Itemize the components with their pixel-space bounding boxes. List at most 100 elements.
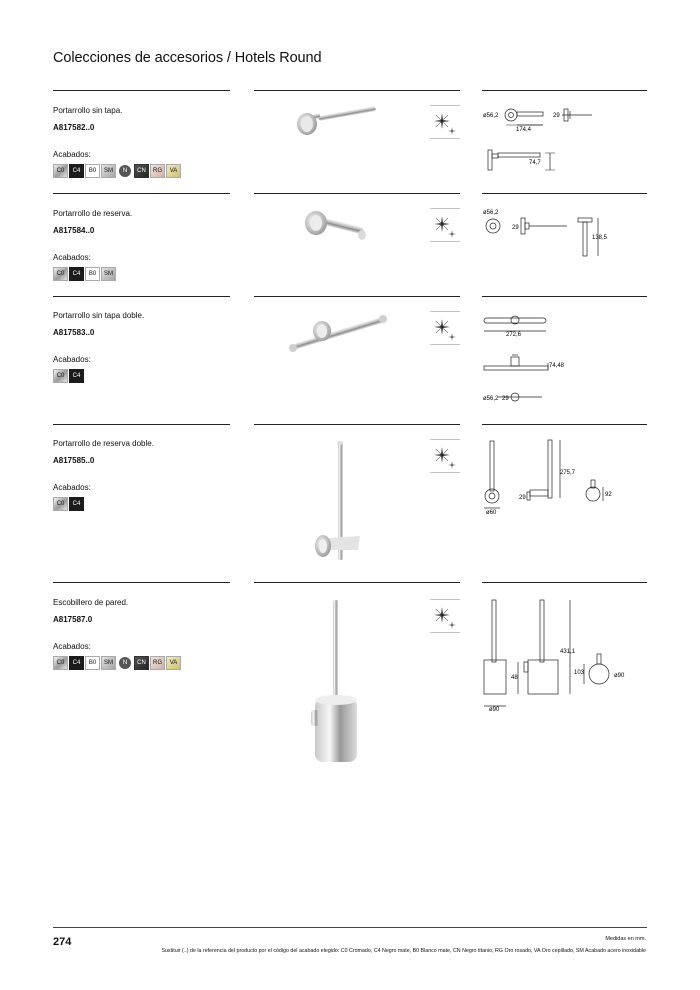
product-code: A817582..0 xyxy=(53,123,95,132)
dimension-label: ø56,2 xyxy=(483,210,499,216)
section-rule xyxy=(254,90,460,91)
finish-swatch-c0: C0 xyxy=(53,497,68,511)
product-name: Portarrollo de reserva doble. xyxy=(53,439,154,448)
dimension-label: 29 xyxy=(512,225,519,231)
section-rule xyxy=(482,424,647,425)
product-code: A817587.0 xyxy=(53,615,93,624)
finishes-label: Acabados: xyxy=(53,253,91,262)
finishes-label: Acabados: xyxy=(53,150,91,159)
finish-swatch-c4: C4 xyxy=(69,267,84,281)
dimension-label: 74,48 xyxy=(549,363,565,369)
section-rule xyxy=(53,193,230,194)
finish-swatch-c4: C4 xyxy=(69,164,84,178)
product-1-info: Portarrollo sin tapa. A817582..0 Acabado… xyxy=(53,106,233,178)
dimension-label: ø90 xyxy=(489,707,500,713)
product-3-photo xyxy=(289,315,387,352)
product-3-info: Portarrollo sin tapa doble. A817583..0 A… xyxy=(53,311,233,383)
product-1-dimension-drawing: ø56,2 174,4 29 74,7 xyxy=(483,108,592,171)
finish-swatch-b0: B0 xyxy=(85,164,100,178)
section-rule xyxy=(53,90,230,91)
section-rule xyxy=(254,193,460,194)
finish-swatches: C0 C4 B0 SM N CN RG VA xyxy=(53,656,233,670)
section-rule xyxy=(254,424,460,425)
product-code: A817584..0 xyxy=(53,226,95,235)
section-rule xyxy=(254,582,460,583)
dimension-label: 138,5 xyxy=(592,235,608,241)
product-code: A817585..0 xyxy=(53,456,95,465)
finish-swatch-c0: C0 xyxy=(53,267,68,281)
finishes-label: Acabados: xyxy=(53,642,91,651)
dimension-label: 29 xyxy=(502,396,509,402)
section-rule xyxy=(53,296,230,297)
finishes-label: Acabados: xyxy=(53,355,91,364)
finish-swatch-n: N xyxy=(119,657,131,669)
dimension-label: ø60 xyxy=(486,510,497,516)
product-code: A817583..0 xyxy=(53,328,95,337)
dimension-label: 29 xyxy=(553,113,560,119)
product-name: Escobillero de pared. xyxy=(53,598,129,607)
section-rule xyxy=(53,582,230,583)
finish-swatch-va: VA xyxy=(166,164,181,178)
finish-swatch-c4: C4 xyxy=(69,656,84,670)
dimension-label: 103 xyxy=(574,670,585,676)
finish-swatch-b0: B0 xyxy=(85,656,100,670)
finish-swatches: C0 C4 B0 SM xyxy=(53,267,233,281)
finish-swatches: C0 C4 xyxy=(53,369,233,383)
finish-swatch-c0: C0 xyxy=(53,369,68,383)
product-2-info: Portarrollo de reserva. A817584..0 Acaba… xyxy=(53,209,233,281)
footer-rule xyxy=(53,927,647,928)
finish-swatches: C0 C4 xyxy=(53,497,233,511)
dimension-label: 174,4 xyxy=(516,127,532,133)
sparkle-icon xyxy=(430,439,460,473)
section-rule xyxy=(53,424,230,425)
dimension-label: ø56,2 xyxy=(483,396,499,402)
product-5-info: Escobillero de pared. A817587.0 Acabados… xyxy=(53,598,233,670)
sparkle-icon xyxy=(430,311,460,345)
product-name: Portarrollo sin tapa. xyxy=(53,106,123,115)
section-rule xyxy=(482,296,647,297)
product-1-photo xyxy=(297,106,376,135)
dimension-label: 48 xyxy=(511,675,518,681)
dimension-label: ø90 xyxy=(614,673,625,679)
section-rule xyxy=(254,296,460,297)
sparkle-icon xyxy=(430,599,460,633)
section-rule xyxy=(482,193,647,194)
finish-swatch-cn: CN xyxy=(134,164,149,178)
product-4-photo xyxy=(315,441,360,560)
product-name: Portarrollo de reserva. xyxy=(53,209,133,218)
product-4-info: Portarrollo de reserva doble. A817585..0… xyxy=(53,439,233,511)
product-2-dimension-drawing: ø56,2 29 138,5 xyxy=(483,210,608,257)
page-number: 274 xyxy=(53,936,72,948)
dimension-label: 272,6 xyxy=(506,332,522,338)
product-2-photo xyxy=(305,211,366,240)
finish-swatch-c4: C4 xyxy=(69,369,84,383)
finish-swatch-va: VA xyxy=(166,656,181,670)
finish-swatch-cn: CN xyxy=(134,656,149,670)
product-5-photo xyxy=(311,600,357,762)
section-rule xyxy=(482,90,647,91)
product-name: Portarrollo sin tapa doble. xyxy=(53,311,145,320)
product-4-dimension-drawing: 275,7 ø60 29 92 xyxy=(484,439,612,516)
product-3-dimension-drawing: 272,6 74,48 ø56,2 29 xyxy=(483,315,565,402)
finish-swatch-sm: SM xyxy=(101,656,116,670)
dimension-label: ø56,2 xyxy=(483,113,499,119)
finish-swatch-c4: C4 xyxy=(69,497,84,511)
product-5-dimension-drawing: 431,1 48 ø90 103 ø90 xyxy=(483,599,625,713)
finish-swatch-sm: SM xyxy=(101,164,116,178)
finish-swatch-n: N xyxy=(119,165,131,177)
section-rule xyxy=(482,582,647,583)
finish-swatch-rg: RG xyxy=(150,656,165,670)
finish-swatch-sm: SM xyxy=(101,267,116,281)
dimension-label: 29 xyxy=(519,495,526,501)
measurement-note: Medidas en mm. xyxy=(605,936,646,942)
dimension-label: 431,1 xyxy=(560,649,576,655)
dimension-label: 74,7 xyxy=(529,160,541,166)
finish-legend: Sustituir (..) de la referencia del prod… xyxy=(161,948,646,954)
page-title: Colecciones de accesorios / Hotels Round xyxy=(53,50,322,66)
finish-swatch-c0: C0 xyxy=(53,164,68,178)
dimension-label: 275,7 xyxy=(560,470,576,476)
dimension-label: 92 xyxy=(605,492,612,498)
sparkle-icon xyxy=(430,105,460,139)
finish-swatch-rg: RG xyxy=(150,164,165,178)
finish-swatch-c0: C0 xyxy=(53,656,68,670)
